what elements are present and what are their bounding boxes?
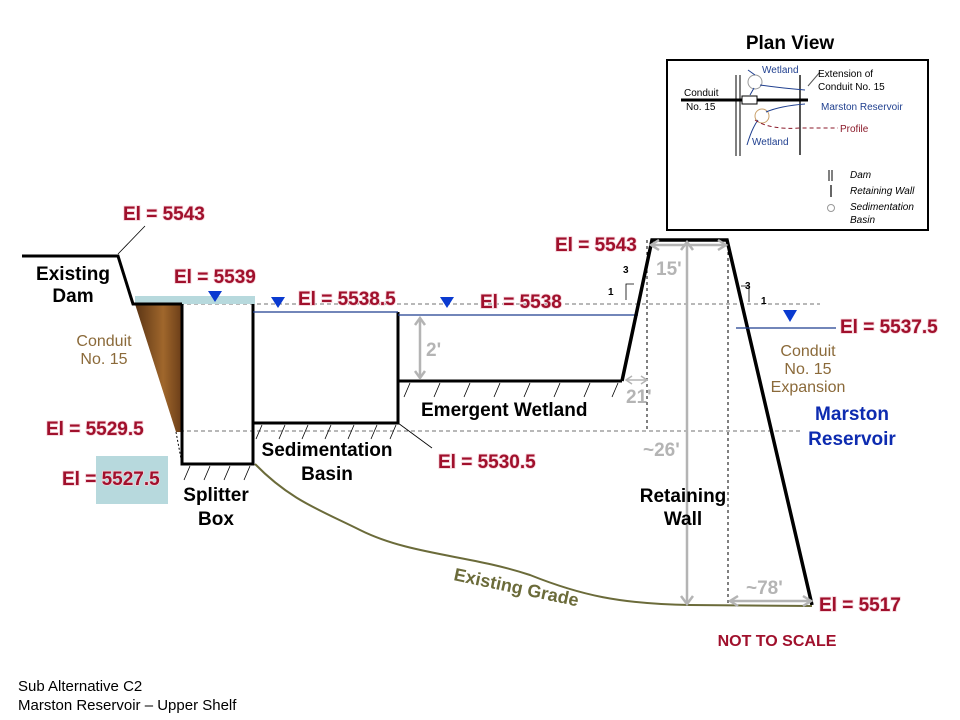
dimension-wetland-depth: 2' bbox=[426, 340, 441, 361]
label-retaining-wall: Retaining bbox=[640, 486, 727, 507]
ground-hatching bbox=[183, 382, 619, 481]
footer-title: Sub Alternative C2 bbox=[18, 678, 142, 695]
label-conduit: No. 15 bbox=[80, 351, 127, 368]
plan-view-title: Plan View bbox=[746, 33, 835, 54]
dimension-crest-width: 15' bbox=[656, 259, 682, 280]
conduit-dashed-edge bbox=[175, 431, 183, 465]
existing-dam bbox=[22, 254, 182, 306]
label-retaining-wall: Wall bbox=[664, 509, 702, 530]
existing-grade-line bbox=[254, 463, 813, 607]
plan-view: Plan View Wetland Wetland Conduit No. 15… bbox=[666, 33, 929, 231]
water-level-icon bbox=[440, 297, 454, 308]
plan-label-reservoir: Marston Reservoir bbox=[821, 102, 903, 113]
leader-line bbox=[117, 225, 146, 255]
legend-retaining-wall: Retaining Wall bbox=[850, 186, 915, 197]
plan-water-line bbox=[759, 84, 806, 91]
label-splitter-box: Splitter bbox=[183, 485, 249, 506]
elevation-splitter-bottom: El = 5527.5 bbox=[62, 469, 160, 490]
label-existing-dam: Dam bbox=[52, 286, 93, 307]
plan-label-extension: Extension of bbox=[818, 69, 873, 80]
slope-indicators bbox=[625, 283, 750, 302]
label-conduit-expansion: Conduit bbox=[780, 343, 836, 360]
dimension-wall-height: ~26' bbox=[643, 440, 680, 461]
label-existing-dam: Existing bbox=[36, 264, 110, 285]
plan-legend: Dam Retaining Wall Sedimentation Basin bbox=[827, 170, 915, 226]
not-to-scale-note: NOT TO SCALE bbox=[718, 633, 837, 650]
dimension-bench: 21' bbox=[626, 387, 652, 408]
water-level-icon bbox=[271, 297, 285, 308]
elevation-splitter-top: El = 5539 bbox=[174, 267, 256, 288]
plan-water-line bbox=[765, 103, 806, 113]
elevation-wall-crest: El = 5543 bbox=[555, 235, 637, 256]
plan-label-wetland: Wetland bbox=[752, 137, 789, 148]
label-conduit-expansion: Expansion bbox=[771, 379, 846, 396]
water-level-icon bbox=[783, 310, 797, 322]
conduit-no-15 bbox=[135, 304, 182, 432]
legend-sed-basin: Sedimentation bbox=[850, 202, 914, 213]
plan-splitter-box bbox=[741, 95, 758, 105]
legend-dam: Dam bbox=[850, 170, 871, 181]
plan-label-profile: Profile bbox=[840, 124, 869, 135]
elevation-highlight bbox=[96, 456, 168, 504]
slope-label: 3 bbox=[745, 281, 751, 292]
label-sed-basin: Sedimentation bbox=[262, 440, 393, 461]
splitter-box bbox=[180, 304, 255, 466]
label-sed-basin: Basin bbox=[301, 464, 353, 485]
label-marston-reservoir: Marston bbox=[815, 404, 889, 425]
plan-leader-line bbox=[807, 71, 821, 87]
footer-subtitle: Marston Reservoir – Upper Shelf bbox=[18, 697, 237, 714]
label-conduit-expansion: No. 15 bbox=[784, 361, 831, 378]
elevation-conduit-invert: El = 5529.5 bbox=[46, 419, 144, 440]
splitter-top-highlight bbox=[135, 296, 255, 304]
slope-label: 3 bbox=[623, 265, 629, 276]
water-surface-markers bbox=[208, 291, 797, 322]
plan-label-conduit: No. 15 bbox=[686, 102, 716, 113]
label-emergent-wetland: Emergent Wetland bbox=[421, 400, 587, 421]
plan-label-extension: Conduit No. 15 bbox=[818, 82, 885, 93]
label-marston-reservoir: Reservoir bbox=[808, 429, 896, 450]
elevation-dam-crest: El = 5543 bbox=[123, 204, 205, 225]
retaining-wall bbox=[620, 238, 814, 606]
elevation-sed-water: El = 5538.5 bbox=[298, 289, 396, 310]
elevation-reservoir: El = 5537.5 bbox=[840, 317, 938, 338]
label-splitter-box: Box bbox=[198, 509, 234, 530]
label-conduit: Conduit bbox=[76, 333, 132, 350]
elevation-wetland-water: El = 5538 bbox=[480, 292, 562, 313]
slope-label: 1 bbox=[608, 287, 614, 298]
elevation-wall-base: El = 5517 bbox=[819, 595, 901, 616]
dimension-base-width: ~78' bbox=[746, 578, 783, 599]
elevation-sed-bottom: El = 5530.5 bbox=[438, 452, 536, 473]
leader-line bbox=[397, 422, 433, 449]
plan-sed-basin bbox=[754, 108, 770, 124]
sedimentation-basin bbox=[251, 312, 400, 425]
plan-profile-line bbox=[754, 119, 838, 129]
legend-sed-basin-icon bbox=[827, 204, 835, 212]
plan-view-frame bbox=[666, 59, 929, 231]
plan-label-wetland: Wetland bbox=[762, 65, 799, 76]
water-level-icon bbox=[208, 291, 222, 302]
legend-sed-basin-2: Basin bbox=[850, 215, 875, 226]
slope-label: 1 bbox=[761, 296, 767, 307]
dimension-arrows bbox=[413, 238, 814, 608]
plan-label-conduit: Conduit bbox=[684, 88, 719, 99]
